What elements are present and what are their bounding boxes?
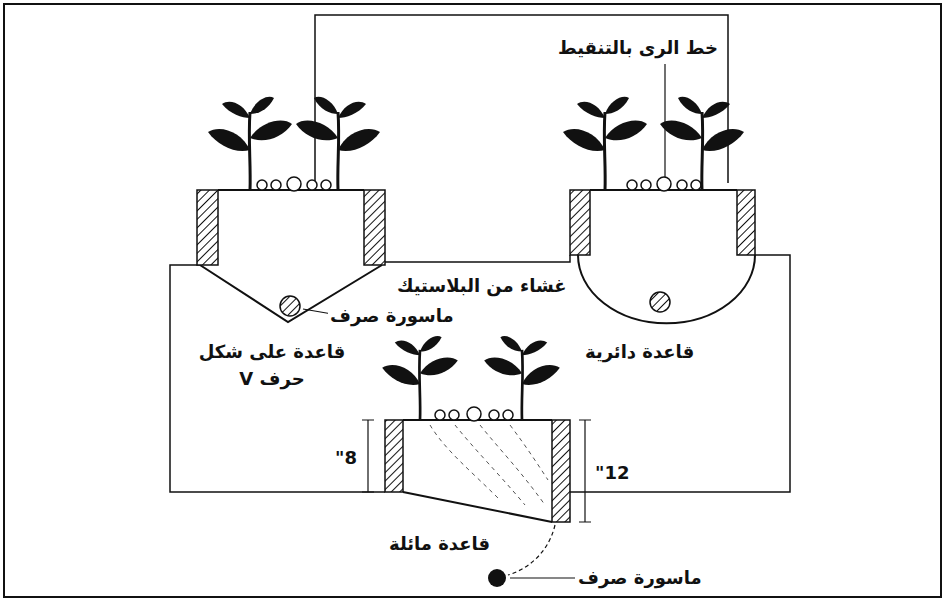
dimension-label: 12" [593, 459, 631, 486]
bed-caption: قاعدة دائرية [583, 338, 696, 365]
dimension-label: 8" [333, 444, 359, 471]
bed-caption: قاعدة على شكل حرف V [195, 338, 349, 392]
callout-label: خط الرى بالتنقيط [556, 34, 720, 61]
bed-caption: قاعدة مائلة [387, 530, 492, 557]
callout-label: ماسورة صرف [328, 302, 456, 329]
callout-label: ماسورة صرف [576, 564, 704, 591]
material-label: غشاء من البلاستيك [395, 272, 569, 299]
